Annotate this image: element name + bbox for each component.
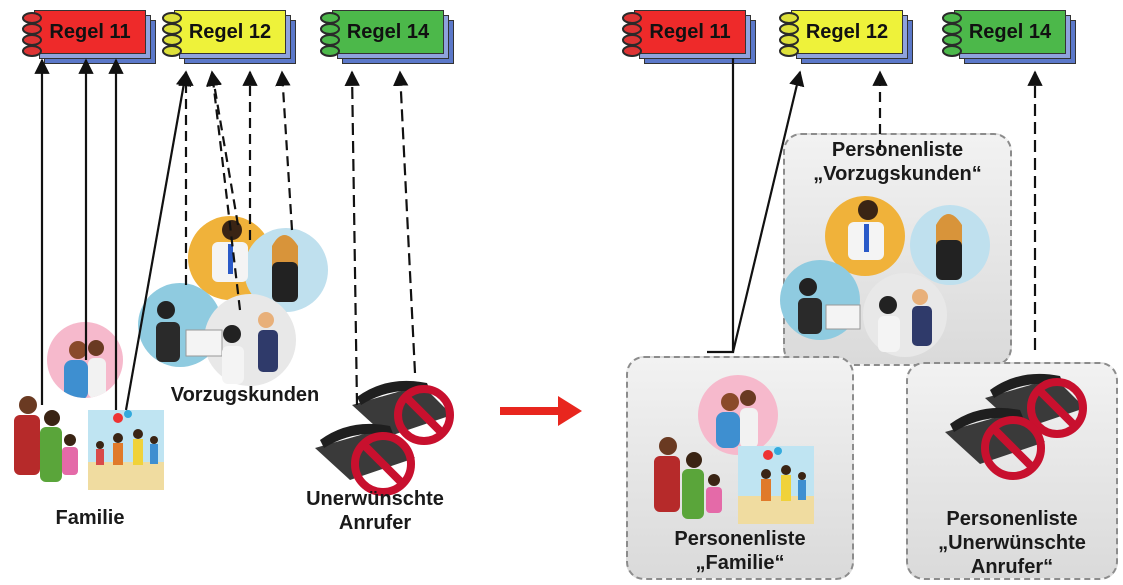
group-label-family: Familie (55, 507, 125, 529)
list-label-unwanted-line1: Personenliste (946, 508, 1078, 530)
rule-label: Regel 11 (634, 10, 746, 54)
rule-label: Regel 14 (332, 10, 444, 54)
group-label-unwanted-line1: Unerwünschte (306, 488, 444, 510)
family-photo (14, 322, 164, 490)
right-arrows (707, 58, 1043, 354)
rule-label: Regel 12 (174, 10, 286, 54)
customer-photo (780, 196, 990, 357)
rule-label: Regel 12 (791, 10, 903, 54)
group-label-customers: Vorzugskunden (170, 384, 320, 406)
family-photo (654, 375, 814, 524)
left-arrows (34, 58, 417, 411)
list-label-unwanted-line2: „Unerwünschte (938, 532, 1086, 554)
customer-photo (138, 216, 328, 386)
crossed-phone-icon (315, 380, 454, 496)
list-label-family: Personenliste „Familie“ (626, 527, 854, 575)
crossed-phone-icon (945, 373, 1087, 480)
list-label-customers: Personenliste „Vorzugskunden“ (783, 138, 1012, 186)
list-label-unwanted-line3: Anrufer“ (970, 556, 1054, 578)
rule-label: Regel 14 (954, 10, 1066, 54)
list-label-unwanted: Personenliste „Unerwünschte Anrufer“ (906, 507, 1118, 579)
group-label-unwanted: Unerwünschte Anrufer (290, 487, 460, 535)
transition-arrow-icon (500, 396, 582, 426)
spiral-binder-icon (22, 12, 962, 57)
rule-label: Regel 11 (34, 10, 146, 54)
list-label-family-line1: Personenliste (674, 528, 806, 550)
list-label-customers-line2: „Vorzugskunden“ (813, 163, 982, 185)
group-label-unwanted-line2: Anrufer (338, 512, 412, 534)
list-label-customers-line1: Personenliste (831, 139, 964, 161)
list-label-family-line2: „Familie“ (695, 552, 785, 574)
